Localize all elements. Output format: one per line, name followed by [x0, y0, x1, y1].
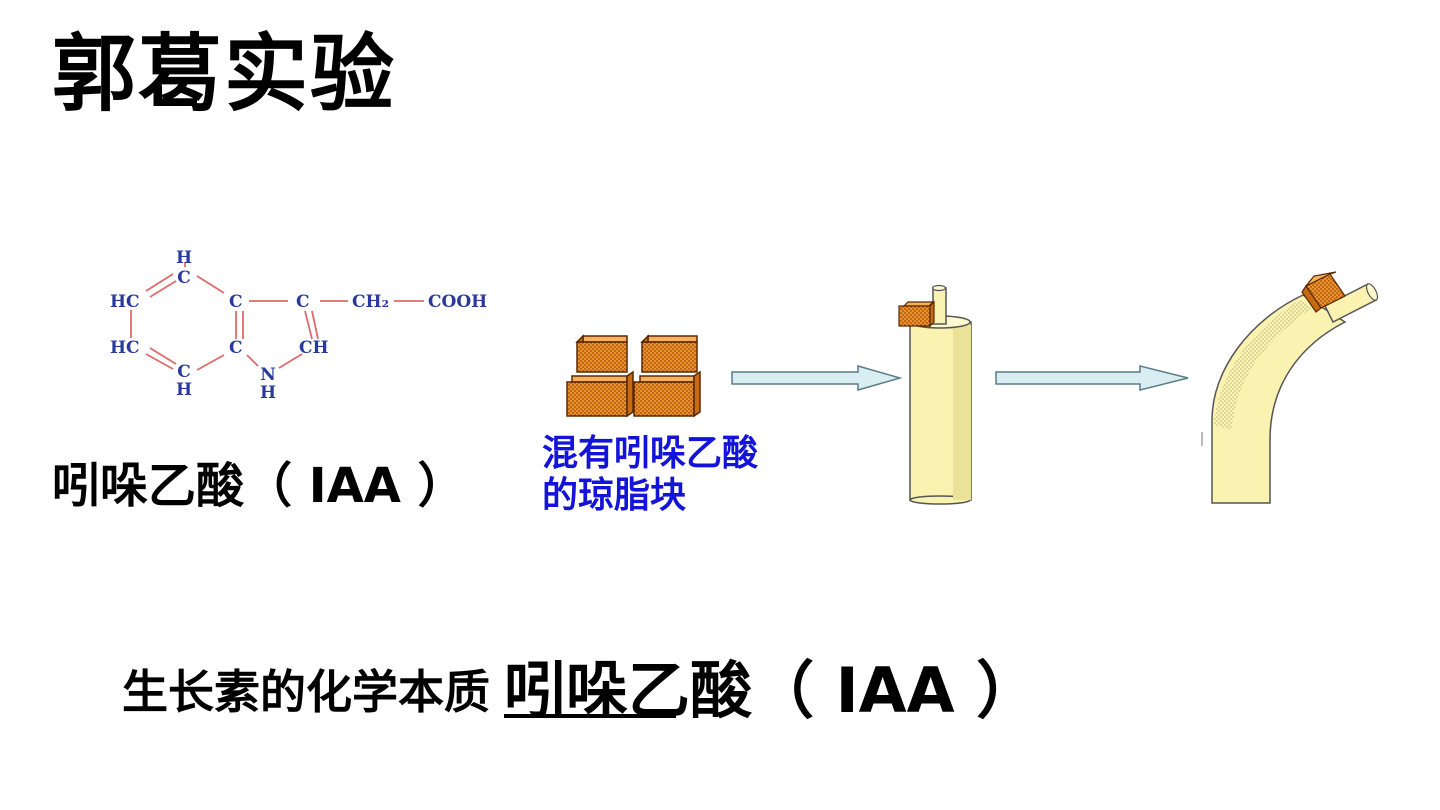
atom-hc-upper: HC	[110, 292, 140, 312]
atom-hc-lower: HC	[110, 338, 140, 358]
bent-coleoptile	[1200, 271, 1379, 504]
coleoptile-stump	[1323, 282, 1379, 324]
decapitated-coleoptile	[898, 284, 972, 505]
chemical-bonds	[130, 262, 424, 371]
answer-blank-line	[504, 714, 676, 718]
atom-h-bottom-left: H	[176, 380, 192, 400]
agar-blocks	[566, 334, 701, 418]
arrow-to-decapitated-coleoptile	[731, 365, 903, 391]
atom-n: N	[260, 365, 276, 385]
agar-block-on-bent-coleoptile	[1301, 271, 1346, 313]
atom-h-top: H	[176, 248, 192, 268]
atom-c-mid-left: C	[229, 292, 243, 312]
agar-block-on-coleoptile	[898, 300, 935, 328]
atom-c-bottom: C	[177, 362, 191, 382]
agar-block	[566, 370, 634, 418]
atom-c-mid-right: C	[296, 292, 310, 312]
compound-name-label: 吲哚乙酸（ IAA ）	[52, 458, 466, 514]
conclusion-answer: 吲哚乙酸（ IAA ）	[504, 654, 1039, 727]
agar-block	[640, 334, 698, 373]
conclusion-label: 生长素的化学本质	[122, 665, 490, 719]
slide-title: 郭葛实验	[52, 25, 397, 123]
atom-ch2: CH₂	[352, 292, 389, 312]
conclusion-statement: 生长素的化学本质 吲哚乙酸（ IAA ）	[122, 640, 1038, 730]
atom-ch-ring: CH	[299, 338, 329, 358]
agar-label-line: 混有吲哚乙酸	[542, 433, 759, 474]
atom-c-lower: C	[229, 338, 243, 358]
arrow-to-bent-coleoptile	[995, 365, 1189, 391]
agar-block-label: 混有吲哚乙酸 的琼脂块	[542, 433, 758, 518]
atom-cooh: COOH	[428, 292, 487, 312]
agar-block	[633, 370, 701, 418]
agar-label-line: 的琼脂块	[542, 475, 687, 517]
atom-c-top: C	[177, 268, 191, 288]
atom-h-bottom-right: H	[260, 383, 276, 403]
agar-block	[575, 334, 628, 373]
iaa-structural-formula: H C HC C C CH₂ COOH HC C CH C H N H	[110, 248, 487, 403]
